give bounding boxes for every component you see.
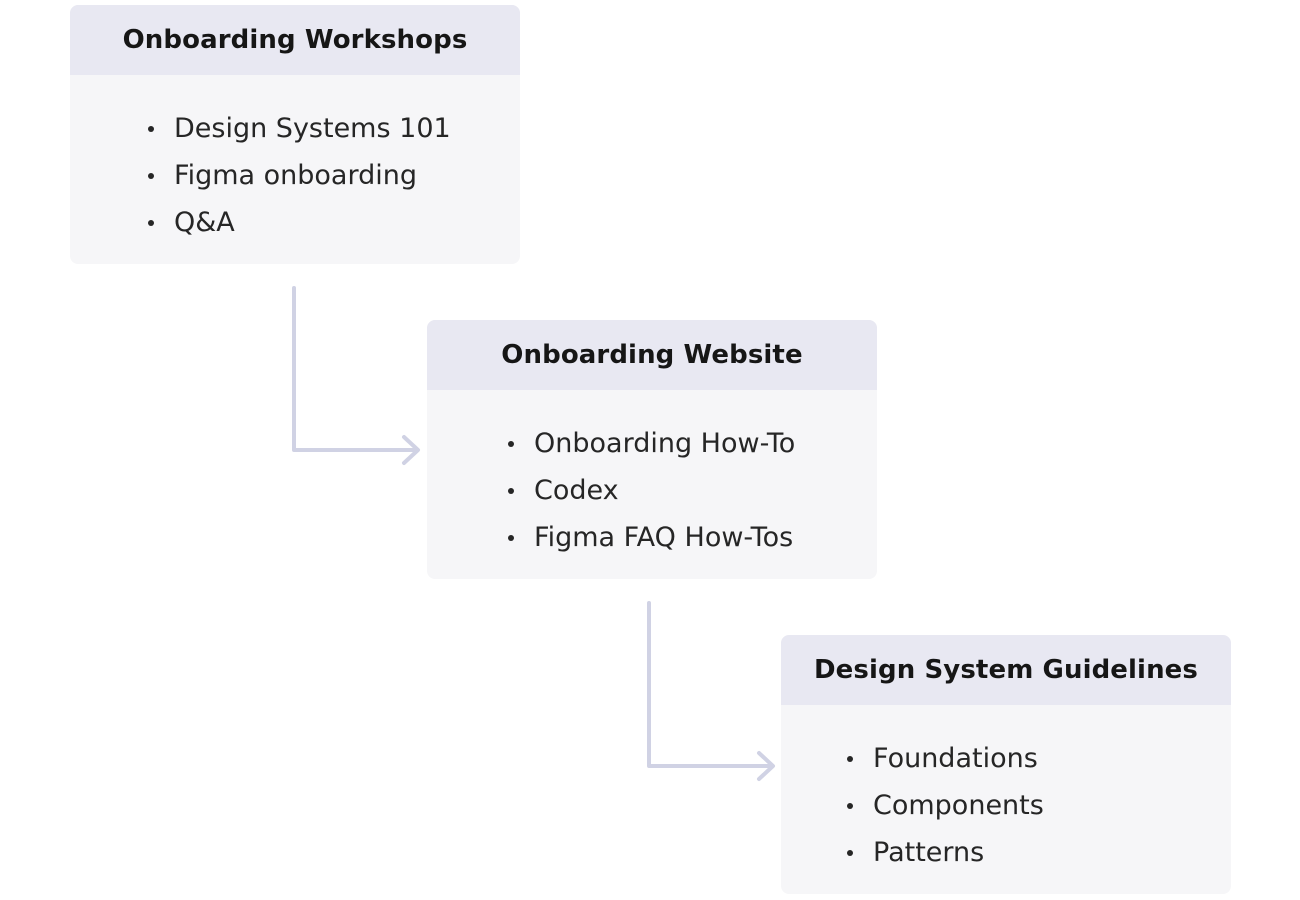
bullet-icon xyxy=(508,534,514,541)
list-item: Q&A xyxy=(148,199,520,246)
card-title: Onboarding Workshops xyxy=(70,5,520,75)
card-title: Design System Guidelines xyxy=(781,635,1231,705)
card-body: Foundations Components Patterns xyxy=(781,705,1231,894)
list-item: Design Systems 101 xyxy=(148,105,520,152)
bullet-icon xyxy=(508,487,514,494)
list-item-label: Codex xyxy=(534,475,619,506)
list-item: Codex xyxy=(508,467,877,514)
bullet-icon xyxy=(148,172,154,179)
list-item: Components xyxy=(847,782,1231,829)
bullet-icon xyxy=(148,125,154,132)
list-item: Figma FAQ How-Tos xyxy=(508,514,877,561)
bullet-icon xyxy=(847,802,853,809)
card-body: Design Systems 101 Figma onboarding Q&A xyxy=(70,75,520,264)
list-item-label: Figma onboarding xyxy=(174,160,417,191)
arrowhead-1 xyxy=(402,435,420,465)
card-design-system-guidelines: Design System Guidelines Foundations Com… xyxy=(781,635,1231,894)
list-item-label: Figma FAQ How-Tos xyxy=(534,522,794,553)
list-item-label: Foundations xyxy=(873,743,1038,774)
bullet-icon xyxy=(847,849,853,856)
connector-arrow-2 xyxy=(647,601,773,768)
bullet-icon xyxy=(148,219,154,226)
card-onboarding-website: Onboarding Website Onboarding How-To Cod… xyxy=(427,320,877,579)
card-title: Onboarding Website xyxy=(427,320,877,390)
bullet-list: Foundations Components Patterns xyxy=(781,735,1231,876)
bullet-icon xyxy=(847,755,853,762)
list-item-label: Patterns xyxy=(873,837,985,868)
bullet-list: Design Systems 101 Figma onboarding Q&A xyxy=(70,105,520,246)
list-item-label: Components xyxy=(873,790,1044,821)
card-onboarding-workshops: Onboarding Workshops Design Systems 101 … xyxy=(70,5,520,264)
connector-arrow-1 xyxy=(292,286,418,452)
list-item: Patterns xyxy=(847,829,1231,876)
list-item: Figma onboarding xyxy=(148,152,520,199)
list-item-label: Design Systems 101 xyxy=(174,113,451,144)
list-item: Foundations xyxy=(847,735,1231,782)
bullet-icon xyxy=(508,440,514,447)
arrowhead-2 xyxy=(757,751,775,781)
list-item-label: Q&A xyxy=(174,207,235,238)
card-body: Onboarding How-To Codex Figma FAQ How-To… xyxy=(427,390,877,579)
list-item-label: Onboarding How-To xyxy=(534,428,796,459)
bullet-list: Onboarding How-To Codex Figma FAQ How-To… xyxy=(427,420,877,561)
list-item: Onboarding How-To xyxy=(508,420,877,467)
